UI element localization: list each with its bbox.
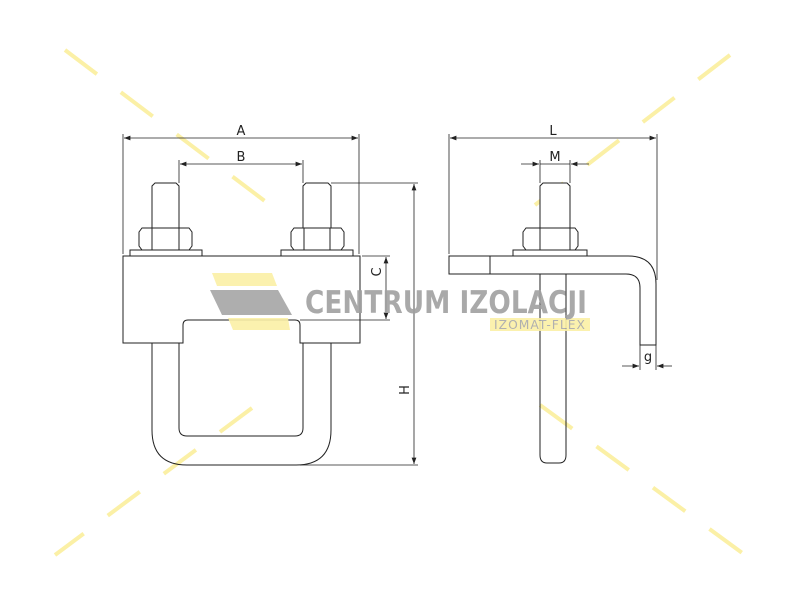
company-logo: CENTRUM IZOLACJI IZOMAT-FLEX bbox=[210, 273, 590, 332]
dim-label-g: g bbox=[644, 350, 652, 365]
side-view bbox=[448, 134, 672, 464]
dim-label-m: M bbox=[549, 150, 560, 165]
logo-sub: IZOMAT-FLEX bbox=[494, 318, 586, 332]
dim-label-l: L bbox=[549, 124, 557, 139]
logo-name: CENTRUM IZOLACJI bbox=[305, 285, 587, 321]
front-view bbox=[122, 134, 418, 466]
logo-bar-yellow-bottom bbox=[228, 318, 290, 330]
logo-bar-grey bbox=[210, 290, 292, 315]
dim-label-h: H bbox=[398, 385, 413, 395]
logo-sub-bg bbox=[490, 318, 590, 331]
dim-label-b: B bbox=[237, 150, 246, 165]
logo-bar-yellow-top bbox=[212, 273, 277, 286]
dim-label-c: C bbox=[370, 267, 385, 276]
dim-label-a: A bbox=[237, 124, 246, 139]
watermark-lines bbox=[53, 48, 747, 557]
